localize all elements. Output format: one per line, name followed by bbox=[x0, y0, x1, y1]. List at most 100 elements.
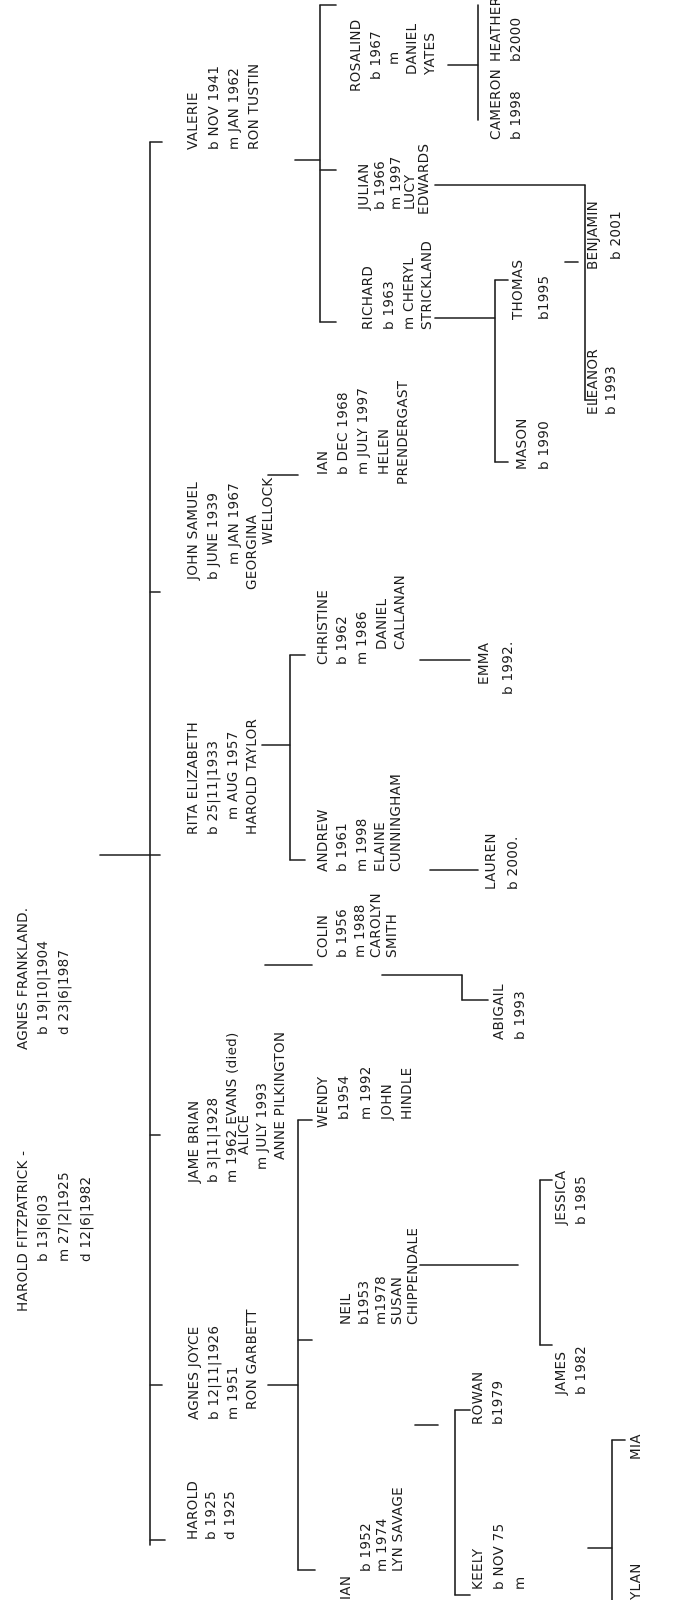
ian-a-born: b 1952 bbox=[358, 1523, 374, 1572]
andrew-spouse-last: CUNNINGHAM bbox=[388, 774, 404, 872]
father-married: m 27|2|1925 bbox=[56, 1172, 72, 1262]
heather-born: b2000 bbox=[508, 18, 524, 62]
neil-born: b1953 bbox=[356, 1281, 372, 1325]
dylan-name: YLAN bbox=[628, 1563, 644, 1600]
valerie-married: m JAN 1962 bbox=[226, 68, 242, 150]
rowan-name: ROWAN bbox=[470, 1372, 486, 1425]
lauren-name: LAUREN bbox=[483, 833, 499, 890]
agnes-born: b 12|11|1926 bbox=[206, 1326, 222, 1420]
ian-a-spouse: LYN SAVAGE bbox=[390, 1487, 406, 1572]
father-name: HAROLD FITZPATRICK - bbox=[15, 1151, 31, 1312]
richard-married: m CHERYL bbox=[401, 258, 417, 330]
eleanor-name: ELEANOR bbox=[585, 349, 601, 415]
james-born: b 3|11|1928 bbox=[205, 1098, 221, 1183]
rosalind-spouse-last: YATES bbox=[422, 33, 438, 76]
mother-died: d 23|6|1987 bbox=[56, 950, 72, 1035]
harold-died: d 1925 bbox=[222, 1491, 238, 1540]
lauren-born: b 2000. bbox=[505, 836, 521, 890]
jessica-born: b 1985 bbox=[573, 1176, 589, 1225]
keely-married: m bbox=[512, 1577, 528, 1590]
mia-name: MIA bbox=[628, 1434, 644, 1460]
father-born: b 13|6|03 bbox=[35, 1194, 51, 1262]
harold-born: b 1925 bbox=[203, 1491, 219, 1540]
wendy-name: WENDY bbox=[315, 1076, 331, 1128]
colin-born: b 1956 bbox=[334, 909, 350, 958]
mason-born: b 1990 bbox=[536, 421, 552, 470]
andrew-spouse-first: ELAINE bbox=[372, 822, 388, 872]
tree-lines bbox=[99, 4, 626, 1600]
john-spouse-last: WELLOCK bbox=[260, 477, 276, 545]
james-spouse-2: ANNE PILKINGTON bbox=[272, 1032, 288, 1160]
christine-married: m 1986 bbox=[354, 611, 370, 665]
agnes-name: AGNES JOYCE bbox=[186, 1326, 202, 1420]
heather-name: HEATHER bbox=[488, 0, 504, 62]
mason-name: MASON bbox=[514, 418, 530, 470]
wendy-born: b1954 bbox=[336, 1076, 352, 1120]
abigail-name: ABIGAIL bbox=[491, 984, 507, 1040]
valerie-name: VALERIE bbox=[185, 92, 201, 150]
john-name: JOHN SAMUEL bbox=[185, 482, 201, 581]
ian-a-name: IAN bbox=[338, 1576, 354, 1600]
christine-name: CHRISTINE bbox=[315, 590, 331, 665]
agnes-married: m 1951 bbox=[225, 1366, 241, 1420]
rosalind-spouse-first: DANIEL bbox=[404, 23, 420, 75]
andrew-name: ANDREW bbox=[315, 809, 331, 872]
james2-name: JAMES bbox=[553, 1352, 569, 1396]
rosalind-name: ROSALIND bbox=[348, 20, 364, 92]
ian-j-spouse-first: HELEN bbox=[376, 429, 392, 475]
keely-name: KEELY bbox=[470, 1548, 486, 1590]
richard-born: b 1963 bbox=[381, 281, 397, 330]
thomas-name: THOMAS bbox=[510, 260, 526, 321]
john-spouse-first: GEORGINA bbox=[244, 514, 260, 590]
jessica-name: JESSICA bbox=[553, 1170, 569, 1226]
julian-spouse-last: EDWARDS bbox=[416, 144, 432, 215]
benjamin-born: b 2001 bbox=[608, 211, 624, 260]
julian-spouse-first: LUCY bbox=[402, 174, 418, 210]
richard-name: RICHARD bbox=[360, 266, 376, 330]
neil-married: m1978 bbox=[373, 1276, 389, 1325]
ian-j-born: b DEC 1968 bbox=[335, 392, 351, 475]
neil-spouse-first: SUSAN bbox=[389, 1277, 405, 1325]
andrew-married: m 1998 bbox=[354, 818, 370, 872]
valerie-born: b NOV 1941 bbox=[206, 66, 222, 150]
christine-born: b 1962 bbox=[334, 616, 350, 665]
ian-j-spouse-last: PRENDERGAST bbox=[395, 380, 411, 485]
mother-born: b 19|10|1904 bbox=[35, 941, 51, 1035]
ian-j-name: IAN bbox=[315, 451, 331, 475]
wendy-married: m 1992 bbox=[358, 1066, 374, 1120]
benjamin-name: BENJAMIN bbox=[585, 201, 601, 270]
thomas-born: b1995 bbox=[536, 276, 552, 320]
rita-spouse: HAROLD TAYLOR bbox=[244, 719, 260, 835]
rowan-born: b1979 bbox=[490, 1381, 506, 1425]
mother-name: AGNES FRANKLAND. bbox=[15, 908, 31, 1050]
neil-spouse-last: CHIPPENDALE bbox=[405, 1228, 421, 1325]
james-name: JAME BRIAN bbox=[186, 1101, 202, 1184]
christine-spouse-last: CALLANAN bbox=[392, 575, 408, 650]
wendy-spouse-first: JOHN bbox=[379, 1084, 395, 1121]
cameron-name: CAMERON bbox=[488, 69, 504, 140]
valerie-spouse: RON TUSTIN bbox=[246, 64, 262, 150]
emma-name: EMMA bbox=[476, 642, 492, 685]
abigail-born: b 1993 bbox=[512, 991, 528, 1040]
rita-name: RITA ELIZABETH bbox=[185, 722, 201, 835]
james-married-2: m JULY 1993 bbox=[254, 1083, 270, 1170]
emma-born: b 1992. bbox=[500, 641, 516, 695]
cameron-born: b 1998 bbox=[508, 91, 524, 140]
john-born: b JUNE 1939 bbox=[205, 493, 221, 580]
julian-name: JULIAN bbox=[356, 164, 372, 212]
colin-name: COLIN bbox=[315, 915, 331, 958]
keely-born: b NOV 75 bbox=[491, 1524, 507, 1590]
ian-j-married: m JULY 1997 bbox=[355, 388, 371, 475]
eleanor-born: b 1993 bbox=[603, 366, 619, 415]
julian-born: b 1966 bbox=[372, 161, 388, 210]
rita-married: m AUG 1957 bbox=[225, 731, 241, 820]
harold-name: HAROLD bbox=[185, 1481, 201, 1540]
rosalind-born: b 1967 bbox=[368, 31, 384, 80]
james2-born: b 1982 bbox=[573, 1346, 589, 1395]
john-married: m JAN 1967 bbox=[226, 483, 242, 565]
colin-spouse-first: CAROLYN bbox=[368, 893, 384, 958]
colin-married: m 1988 bbox=[352, 904, 368, 958]
rita-born: b 25|11|1933 bbox=[205, 741, 221, 835]
neil-name: NEIL bbox=[338, 1293, 354, 1325]
